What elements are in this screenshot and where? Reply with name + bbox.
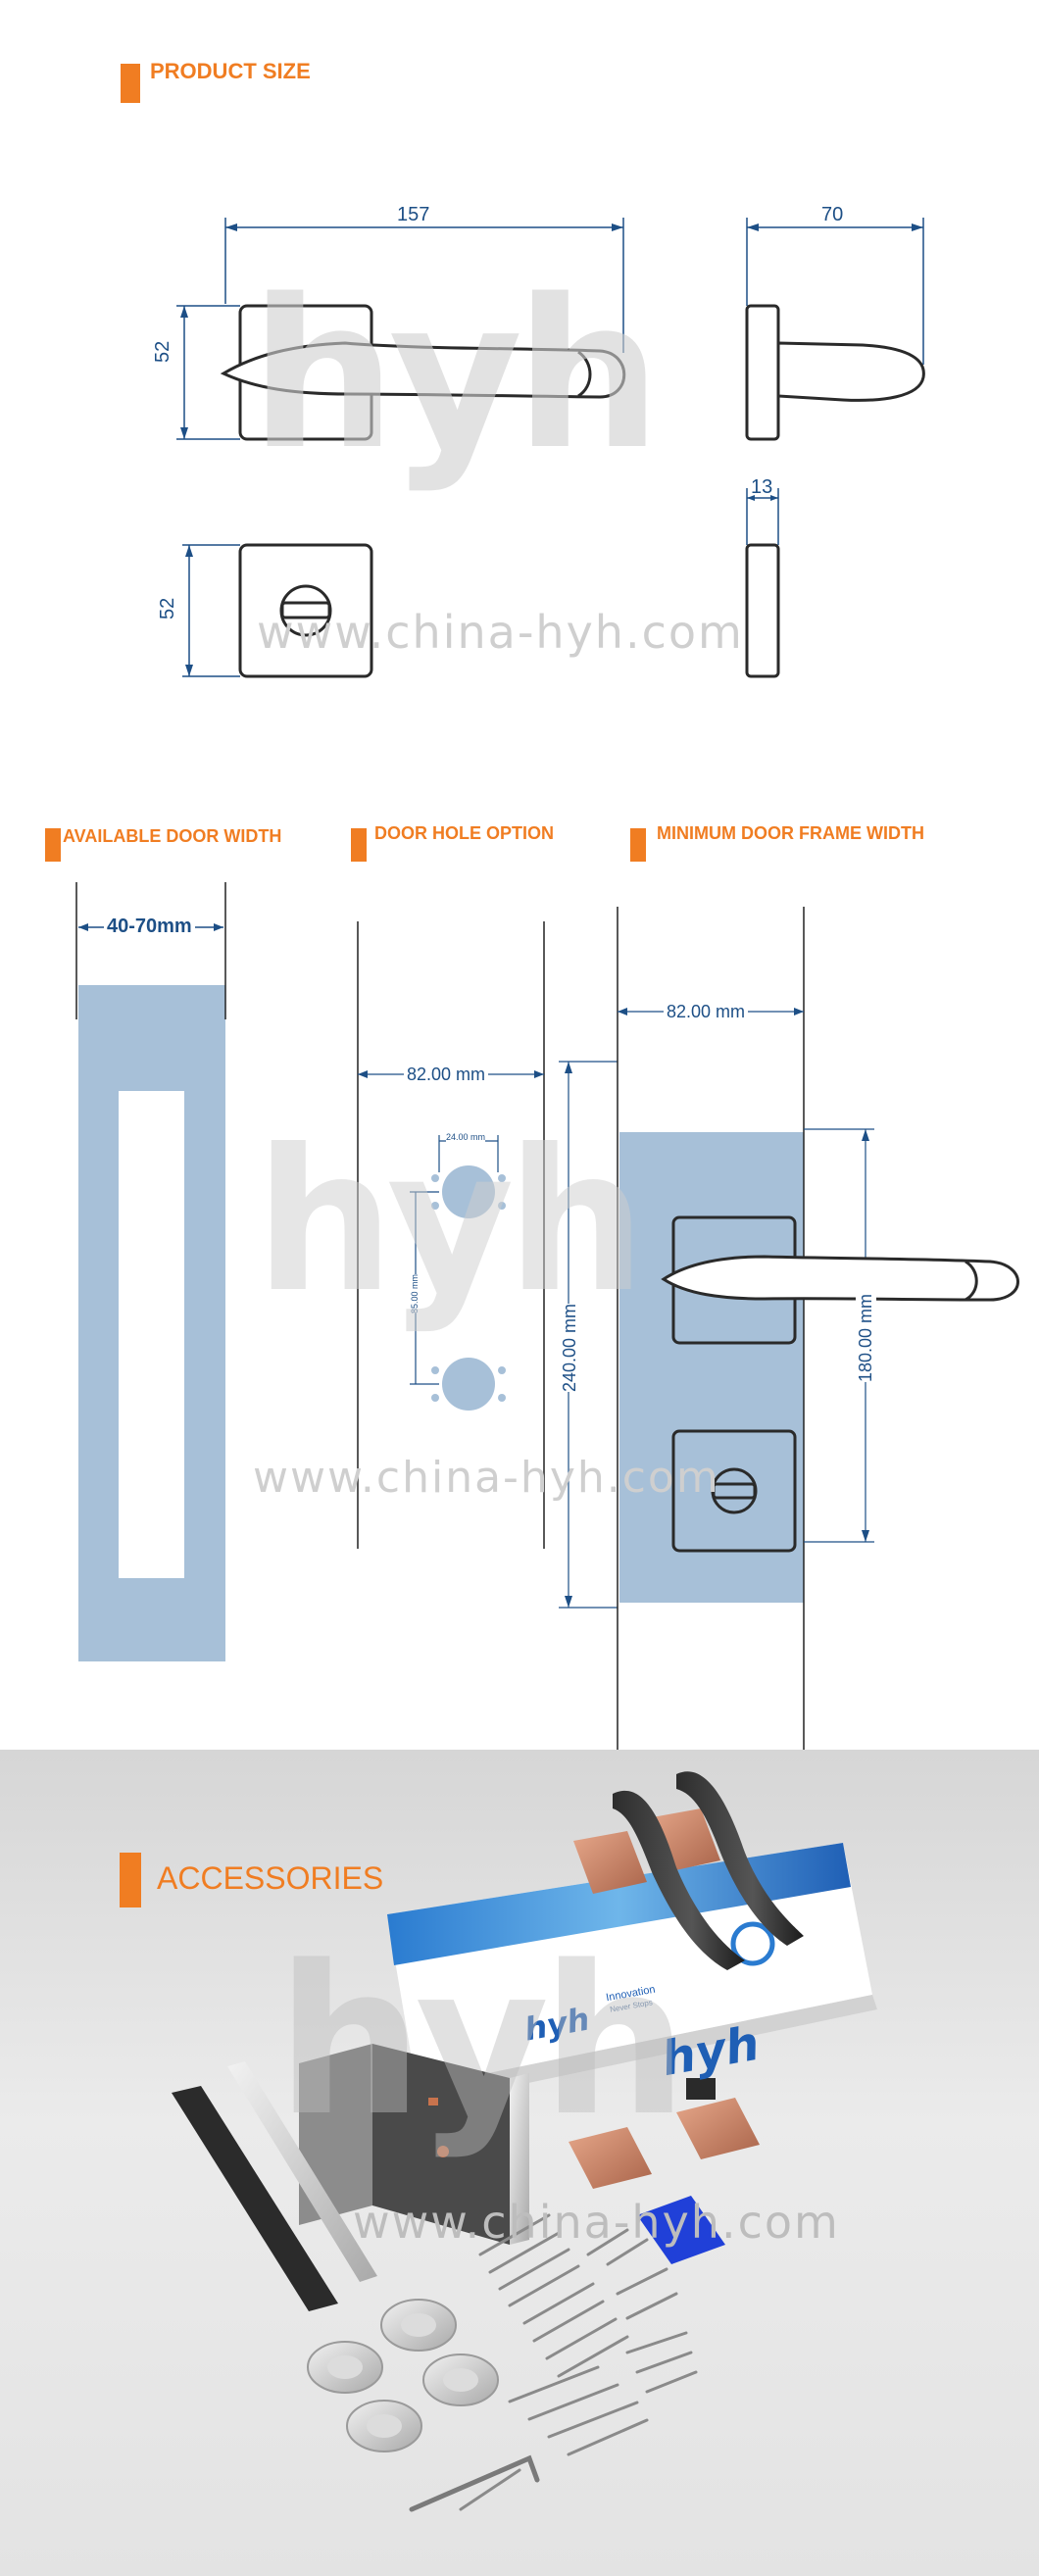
watermark-logo: hyh [250,255,662,495]
watermark-url: www.china-hyh.com [257,606,744,659]
product-size-drawing [176,218,925,678]
product-size-title: PRODUCT SIZE [150,59,311,83]
dim-height-52-bottom: 52 [157,597,178,619]
watermark-logo: hyh [255,1108,646,1336]
dim-height-52-top: 52 [152,340,173,363]
section-marker [351,828,367,862]
accessories-photo [172,1771,877,2512]
door-hole-diameter: 24.00 mm [446,1132,486,1142]
dim-depth-70: 70 [821,204,844,225]
section-marker [45,828,61,862]
door-frame-width: 82.00 mm [664,1002,749,1022]
watermark-url: www.china-hyh.com [353,2196,840,2249]
minimum-door-frame-width-title: MINIMUM DOOR FRAME WIDTH [657,823,924,843]
door-frame-height: 180.00 mm [856,1293,876,1382]
section-marker [120,1853,141,1907]
accessories-title: ACCESSORIES [157,1860,384,1896]
door-width-range: 40-70mm [104,916,195,938]
section-marker [121,64,140,103]
section-marker [630,828,646,862]
door-hole-option-title: DOOR HOLE OPTION [374,823,555,843]
available-door-width-title: AVAILABLE DOOR WIDTH [63,826,282,846]
door-width-drawing [75,882,226,1661]
door-frame-drawing [617,907,1019,1750]
dim-thickness-13: 13 [751,476,773,498]
watermark-url: www.china-hyh.com [253,1453,720,1503]
door-hole-width: 82.00 mm [404,1065,489,1085]
dim-width-157: 157 [397,204,430,225]
watermark-logo: hyh [276,1921,688,2161]
door-hole-drawing [357,921,618,1609]
